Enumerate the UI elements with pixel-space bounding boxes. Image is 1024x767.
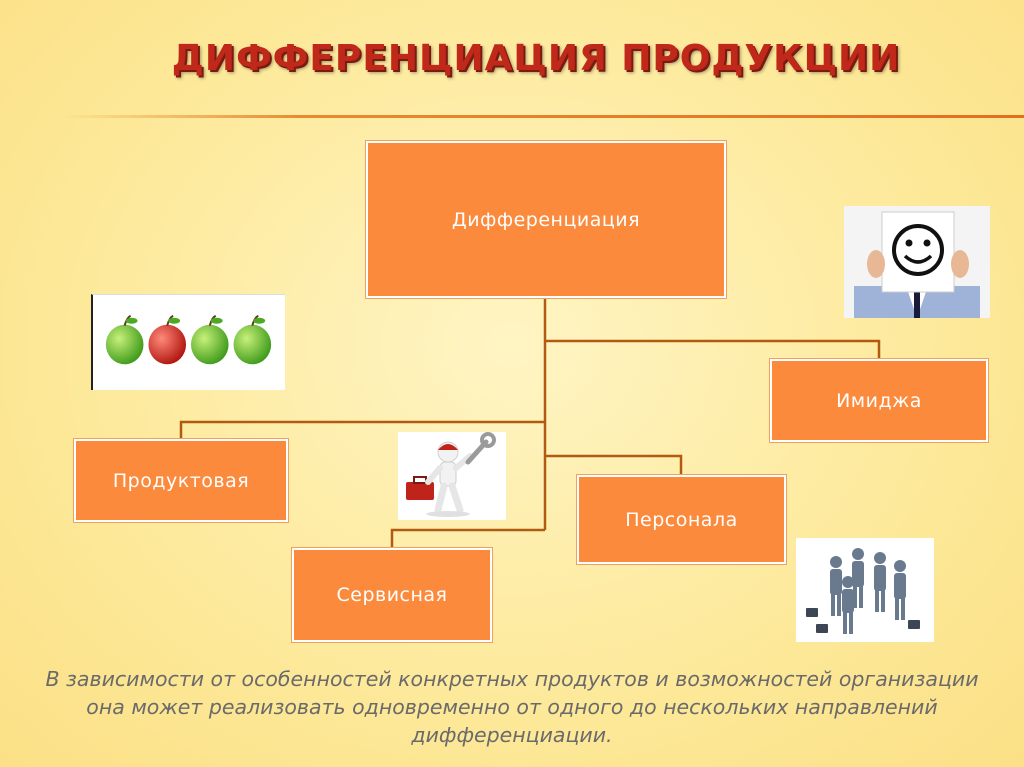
team-illustration: [806, 548, 920, 634]
apple-icon-2: [148, 314, 187, 365]
branch-box-image-label: Имиджа: [836, 389, 922, 412]
branch-box-personnel-label: Персонала: [625, 508, 738, 531]
apple-icon-1: [105, 314, 144, 365]
toolbox-icon: [406, 482, 434, 500]
connector-service: [390, 528, 545, 548]
smiley-face-icon: [892, 224, 944, 276]
repairman-illustration: [406, 432, 496, 517]
branch-box-product: Продуктовая: [74, 439, 288, 522]
root-box-differentiation: Дифференциация: [366, 141, 726, 298]
3d-man-with-toolbox-and-wrench-picture: [398, 432, 506, 520]
apples-illustration: [105, 314, 272, 365]
title-divider: [60, 115, 1024, 118]
footer-note: В зависимости от особенностей конкретных…: [45, 667, 979, 747]
smiley-illustration: [844, 206, 990, 318]
apple-icon-3: [190, 314, 229, 365]
connector-image: [545, 339, 881, 359]
branch-box-personnel: Персонала: [577, 475, 786, 564]
branch-box-service: Сервисная: [292, 548, 492, 642]
connector-personnel: [545, 454, 683, 475]
slide-title: ДИФФЕРЕНЦИАЦИЯ ПРОДУКЦИИ: [171, 38, 901, 79]
group-of-business-figures-picture: [796, 538, 934, 642]
connector-product: [179, 420, 545, 439]
apple-icon-4: [233, 314, 272, 365]
root-box-label: Дифференциация: [451, 208, 641, 231]
branch-box-product-label: Продуктовая: [112, 469, 250, 492]
apples-picture: [91, 294, 285, 390]
branch-box-service-label: Сервисная: [336, 584, 448, 606]
branch-box-image: Имиджа: [770, 359, 988, 442]
smiley-face-sign-picture: [844, 206, 990, 318]
